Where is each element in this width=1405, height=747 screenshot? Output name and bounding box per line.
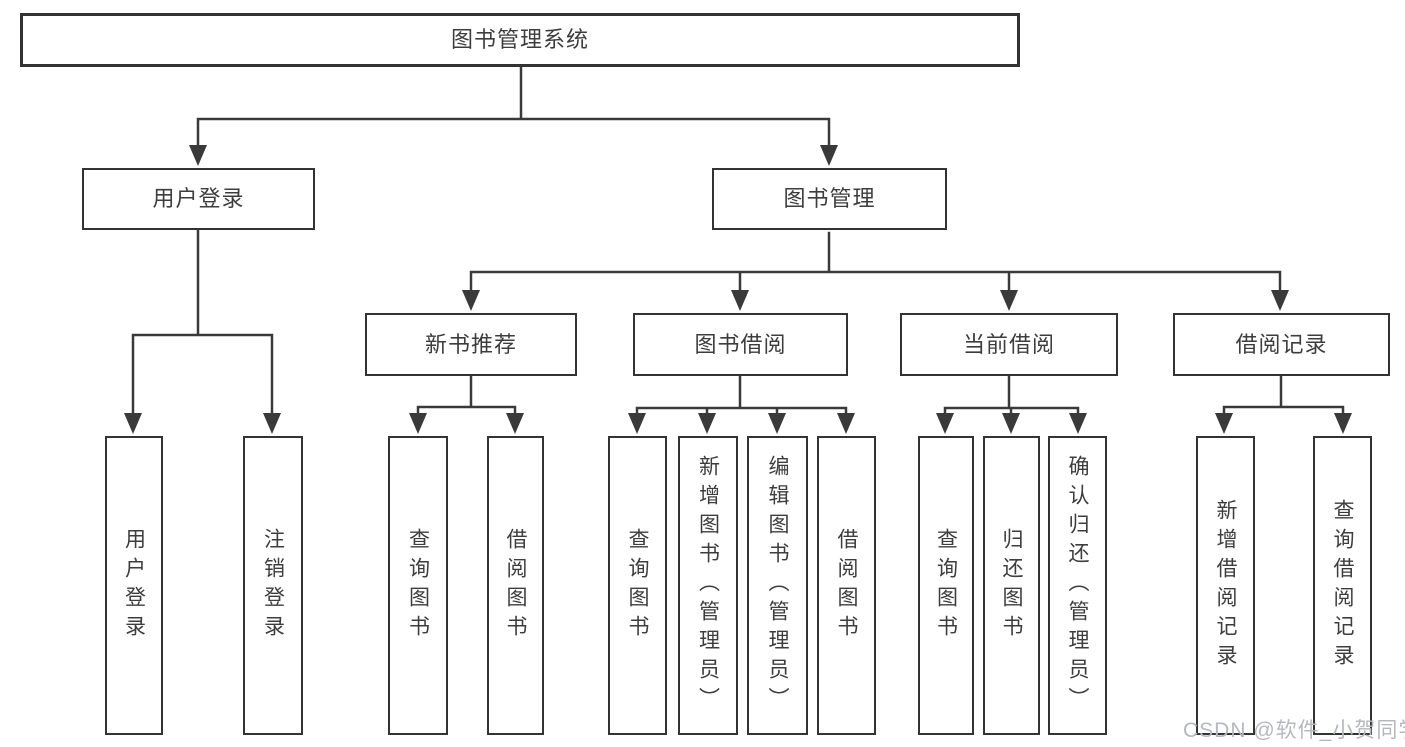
node-book-management: 图书管理	[712, 168, 947, 230]
leaf-query-books-current: 查询图书	[918, 436, 974, 735]
node-label: 查询图书	[406, 527, 430, 644]
node-label: 图书借阅	[694, 331, 787, 357]
node-new-book-recommend: 新书推荐	[365, 313, 577, 376]
node-label: 查询借阅记录	[1331, 498, 1354, 673]
connector-path	[131, 65, 1345, 417]
node-label: 新增图书（管理员）	[696, 455, 720, 716]
node-label: 用户登录	[152, 186, 245, 211]
leaf-query-books-borrowing: 查询图书	[608, 436, 667, 735]
leaf-add-borrow-record: 新增借阅记录	[1196, 436, 1255, 735]
node-label: 新书推荐	[424, 331, 517, 357]
node-label: 借阅记录	[1235, 331, 1328, 357]
csdn-watermark: CSDN @软件_小贺同学	[1183, 719, 1405, 742]
node-label: 查询图书	[934, 527, 958, 644]
node-current-borrowing: 当前借阅	[900, 313, 1118, 376]
leaf-logout: 注销登录	[243, 436, 303, 735]
node-label: 借阅图书	[504, 527, 527, 644]
leaf-borrow-books-recommend: 借阅图书	[487, 436, 544, 735]
node-user-login: 用户登录	[82, 168, 315, 230]
node-label: 用户登录	[122, 527, 146, 644]
node-label: 编辑图书（管理员）	[766, 455, 789, 716]
node-label: 归还图书	[1000, 527, 1023, 644]
leaf-query-books-recommend: 查询图书	[388, 436, 448, 735]
leaf-confirm-return-admin: 确认归还（管理员）	[1048, 436, 1107, 735]
node-library-system: 图书管理系统	[20, 13, 1020, 67]
leaf-return-books: 归还图书	[983, 436, 1040, 735]
node-label: 注销登录	[261, 527, 285, 644]
leaf-query-borrow-record: 查询借阅记录	[1313, 436, 1372, 735]
node-label: 查询图书	[626, 527, 649, 644]
leaf-user-login: 用户登录	[105, 436, 163, 735]
node-label: 图书管理系统	[450, 27, 589, 52]
leaf-edit-books-admin: 编辑图书（管理员）	[747, 436, 808, 735]
node-label: 图书管理	[783, 186, 876, 211]
node-label: 新增借阅记录	[1214, 498, 1237, 673]
node-label: 借阅图书	[835, 527, 858, 644]
leaf-borrow-books: 借阅图书	[817, 436, 876, 735]
node-borrowing-records: 借阅记录	[1173, 313, 1390, 376]
node-book-borrowing: 图书借阅	[633, 313, 848, 376]
node-label: 确认归还（管理员）	[1066, 455, 1089, 716]
node-label: 当前借阅	[962, 331, 1055, 357]
leaf-add-books-admin: 新增图书（管理员）	[678, 436, 738, 735]
